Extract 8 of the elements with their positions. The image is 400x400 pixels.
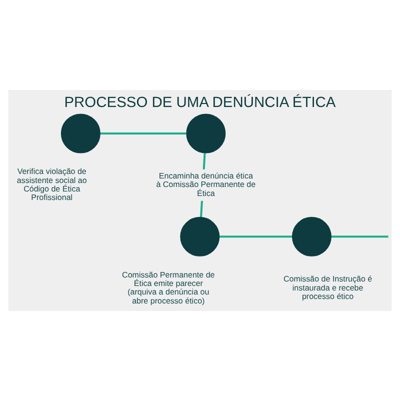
node-circle — [60, 113, 100, 153]
node-circle — [186, 113, 226, 153]
node-circle — [180, 216, 220, 256]
connector — [100, 132, 186, 134]
connector — [219, 235, 292, 238]
diagram-title: PROCESSO DE UMA DENÚNCIA ÉTICA — [64, 94, 336, 111]
node-circle — [292, 216, 332, 256]
connector — [331, 235, 388, 238]
